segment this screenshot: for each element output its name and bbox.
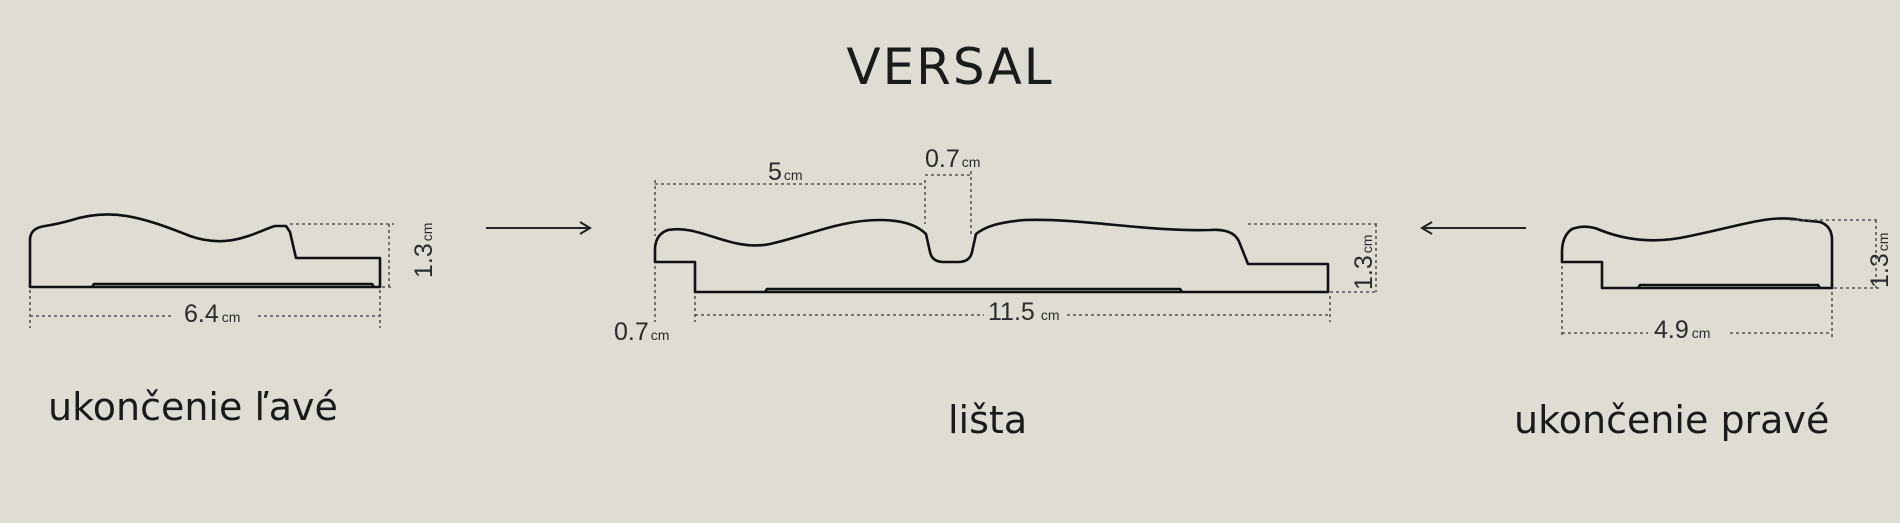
right-height-label: 1.3cm [1866, 233, 1894, 288]
left-height-label: 1.3cm [410, 223, 438, 278]
right-width-label-bg [1648, 313, 1728, 345]
caption-left-end: ukončenie ľavé [48, 385, 338, 429]
center-width-label: 11.5 cm [988, 298, 1059, 326]
left-width-value: 6.4 [184, 300, 219, 328]
caption-right-end: ukončenie pravé [1514, 398, 1830, 442]
left-height-unit: cm [419, 223, 435, 242]
center-height-unit: cm [1359, 235, 1375, 254]
center-height-label: 1.3cm [1350, 235, 1378, 290]
offset-value: 0.7 [614, 318, 649, 346]
arrow-right-to-center [1420, 221, 1526, 235]
page-title: VERSAL [846, 38, 1054, 96]
segment-unit: cm [784, 167, 803, 183]
left-profile-base-detail [90, 282, 376, 288]
left-profile-outline [28, 213, 382, 289]
left-height-value: 1.3 [410, 243, 438, 278]
center-width-unit: cm [1041, 307, 1060, 323]
right-height-value: 1.3 [1866, 253, 1894, 288]
center-height-value: 1.3 [1350, 255, 1378, 290]
right-width-unit: cm [1692, 325, 1711, 341]
center-width-label-bg [984, 296, 1064, 328]
right-profile-base-detail [1636, 283, 1822, 289]
center-width-value: 11.5 [988, 298, 1035, 326]
center-profile-base-detail [763, 287, 1184, 293]
left-width-unit: cm [222, 309, 241, 325]
segment-value: 5 [768, 158, 782, 186]
groove-value: 0.7 [925, 145, 960, 173]
right-width-value: 4.9 [1654, 316, 1689, 344]
offset-unit: cm [651, 327, 670, 343]
right-profile-outline [1560, 217, 1834, 290]
groove-unit: cm [962, 154, 981, 170]
left-width-label-bg [174, 296, 258, 328]
center-profile-outline [653, 218, 1330, 294]
arrow-left-to-center [486, 221, 592, 235]
caption-strip: lišta [948, 398, 1028, 442]
right-height-unit: cm [1875, 233, 1891, 252]
